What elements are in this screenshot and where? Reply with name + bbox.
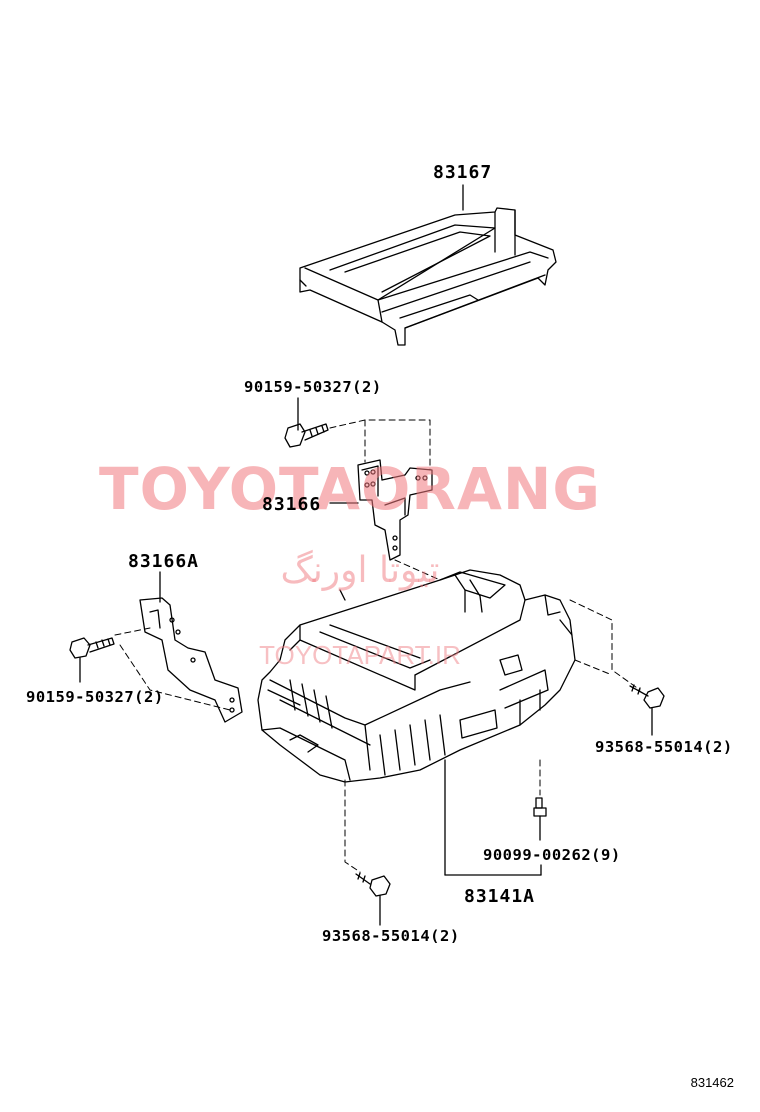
screw-center-illustration xyxy=(533,797,547,841)
label-83141a: 83141A xyxy=(464,886,536,907)
bolt-top-illustration xyxy=(284,397,329,448)
cover-83167-illustration xyxy=(299,184,557,346)
watermark-url: TOYOTAPART.IR xyxy=(259,640,461,670)
label-83166: 83166 xyxy=(262,494,322,515)
document-number: 831462 xyxy=(690,1075,734,1090)
bracket-83166a-illustration xyxy=(139,571,243,723)
watermark-persian: تیوتا اورنگ xyxy=(280,550,440,591)
label-screw-right: 93568-55014(2) xyxy=(595,738,733,756)
label-screw-bottom: 93568-55014(2) xyxy=(322,927,460,945)
label-bolt-top: 90159-50327(2) xyxy=(244,378,382,396)
dashed-guide-lines xyxy=(114,419,641,873)
screw-bottom-illustration xyxy=(355,872,391,926)
bracket-83166-illustration xyxy=(329,459,433,561)
label-bolt-left: 90159-50327(2) xyxy=(26,688,164,706)
label-83167: 83167 xyxy=(433,162,493,183)
screw-right-illustration xyxy=(629,684,665,736)
label-screw-center: 90099-00262(9) xyxy=(483,846,621,864)
label-83166a: 83166A xyxy=(128,551,200,572)
bolt-left-illustration xyxy=(69,637,115,683)
unit-83141a-illustration xyxy=(257,569,576,876)
watermark-main: TOYOTAORANG xyxy=(99,455,601,523)
